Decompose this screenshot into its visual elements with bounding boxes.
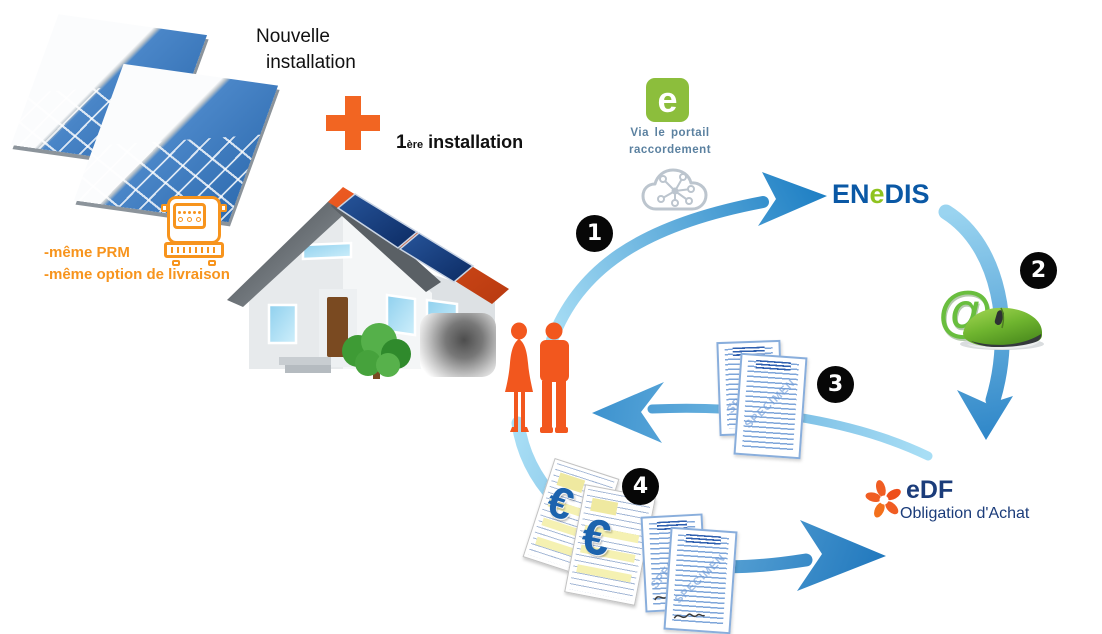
meter-display: [173, 203, 206, 229]
edf-flame-icon: [865, 480, 901, 518]
first-installation-ordinal: ère: [406, 139, 424, 151]
new-installation-label: Nouvelle installation: [256, 24, 356, 76]
edf-wordmark: eDF: [906, 476, 954, 504]
step-badge-2: 2: [1020, 252, 1057, 289]
edf-subtitle: Obligation d'Achat: [900, 505, 1030, 522]
portal-e-logo: e: [646, 78, 689, 122]
couple-silhouette-icon: [505, 322, 569, 433]
requirement-option: -même option de livraison: [44, 266, 230, 283]
front-window: [267, 303, 298, 345]
portal-caption-line2: raccordement: [628, 144, 712, 156]
signature-scribble: [673, 613, 706, 619]
requirement-prm: -même PRM: [44, 244, 130, 261]
enedis-logo-part3: DIS: [884, 179, 930, 209]
house-door: [327, 297, 348, 357]
gray-gradient-blob: [420, 313, 496, 377]
step-badge-1: 1: [576, 215, 613, 252]
signed-document-front: SPECIMEN: [663, 526, 738, 634]
step-badge-4: 4: [622, 468, 659, 505]
plus-icon: [326, 96, 380, 150]
new-installation-line2: installation: [266, 52, 356, 73]
meter-lug-right: [220, 204, 227, 212]
meter-foot-left: [172, 260, 180, 266]
arrow-step-3: [592, 382, 933, 461]
arrow-step-2: [938, 204, 1013, 440]
meter-terminal-block: [164, 242, 224, 258]
enedis-logo-part1: EN: [832, 179, 870, 209]
requirements-label: -même PRM -même option de livraison: [44, 242, 230, 286]
portal-caption-line1: Via le portail: [630, 127, 710, 139]
enedis-logo-part2: e: [869, 179, 885, 209]
arrow-step-1: [546, 172, 827, 346]
edf-logo: eDF Obligation d'Achat: [864, 476, 1029, 522]
roof-solar-panel-1: [336, 193, 419, 249]
step-number-1: 1: [586, 221, 603, 246]
electric-meter-icon: [161, 196, 227, 266]
bush-icon: [342, 323, 411, 379]
euro-symbol: €: [540, 476, 580, 531]
contract-document-front: SPECIMEN: [733, 352, 808, 460]
roof-solar-panel-2: [398, 232, 475, 283]
new-installation-line1: Nouvelle: [256, 26, 330, 47]
cloud-network-icon: [641, 168, 708, 211]
meter-foot-right: [208, 260, 216, 266]
watermark-text: SPECIMEN: [672, 551, 729, 606]
step-number-4: 4: [632, 474, 649, 499]
first-installation-label: 1ère installation: [396, 132, 523, 154]
step-badge-3: 3: [817, 366, 854, 403]
attic-window: [301, 241, 353, 261]
meter-lug-left: [161, 204, 168, 212]
euro-symbol: €: [577, 507, 616, 568]
portal-logo-letter: e: [657, 79, 678, 120]
first-installation-number: 1: [396, 132, 407, 153]
watermark-text: SPECIMEN: [742, 377, 799, 432]
step-number-3: 3: [827, 372, 844, 397]
portal-caption: Via le portail raccordement: [603, 125, 737, 159]
computer-mouse-icon: [960, 307, 1044, 350]
enedis-logo: ENeDIS: [832, 179, 930, 210]
step-number-2: 2: [1030, 258, 1047, 283]
side-window-1: [385, 293, 417, 337]
first-installation-text: installation: [428, 132, 524, 152]
